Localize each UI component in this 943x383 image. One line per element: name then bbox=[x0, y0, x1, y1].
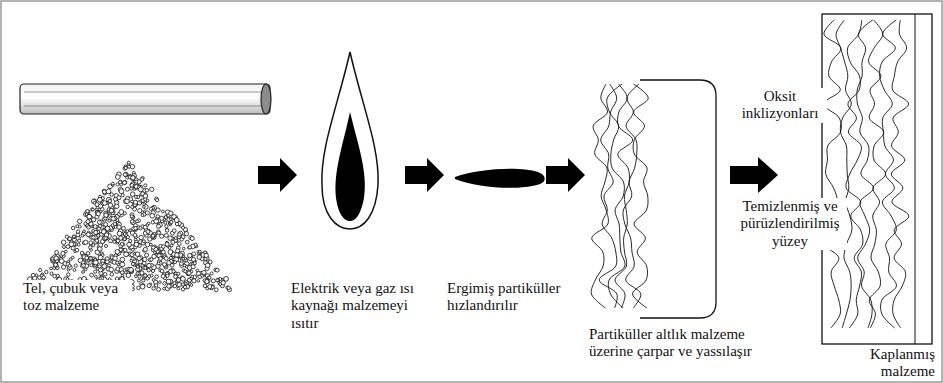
step-label: Elektrik veya gaz ısı kaynağı malzemeyi … bbox=[290, 280, 432, 332]
heat-source-flame bbox=[322, 52, 378, 229]
molten-particle bbox=[455, 169, 545, 188]
powder-pile bbox=[23, 161, 231, 292]
step-label: Kaplanmış malzeme bbox=[842, 346, 936, 381]
wire-rod bbox=[20, 84, 271, 114]
step-label: Ergimiş partiküller hızlandırılır bbox=[446, 280, 580, 315]
step-label: Temizlenmiş ve pürüzlendirilmiş yüzey bbox=[733, 198, 847, 250]
step-label: Tel, çubuk veya toz malzeme bbox=[22, 280, 132, 315]
step-label: Partiküller altlık malzeme üzerine çarpa… bbox=[588, 326, 780, 361]
substrate-splats bbox=[591, 80, 716, 318]
step-label: Oksit inklizyonları bbox=[733, 88, 827, 123]
coated-material bbox=[822, 14, 932, 344]
